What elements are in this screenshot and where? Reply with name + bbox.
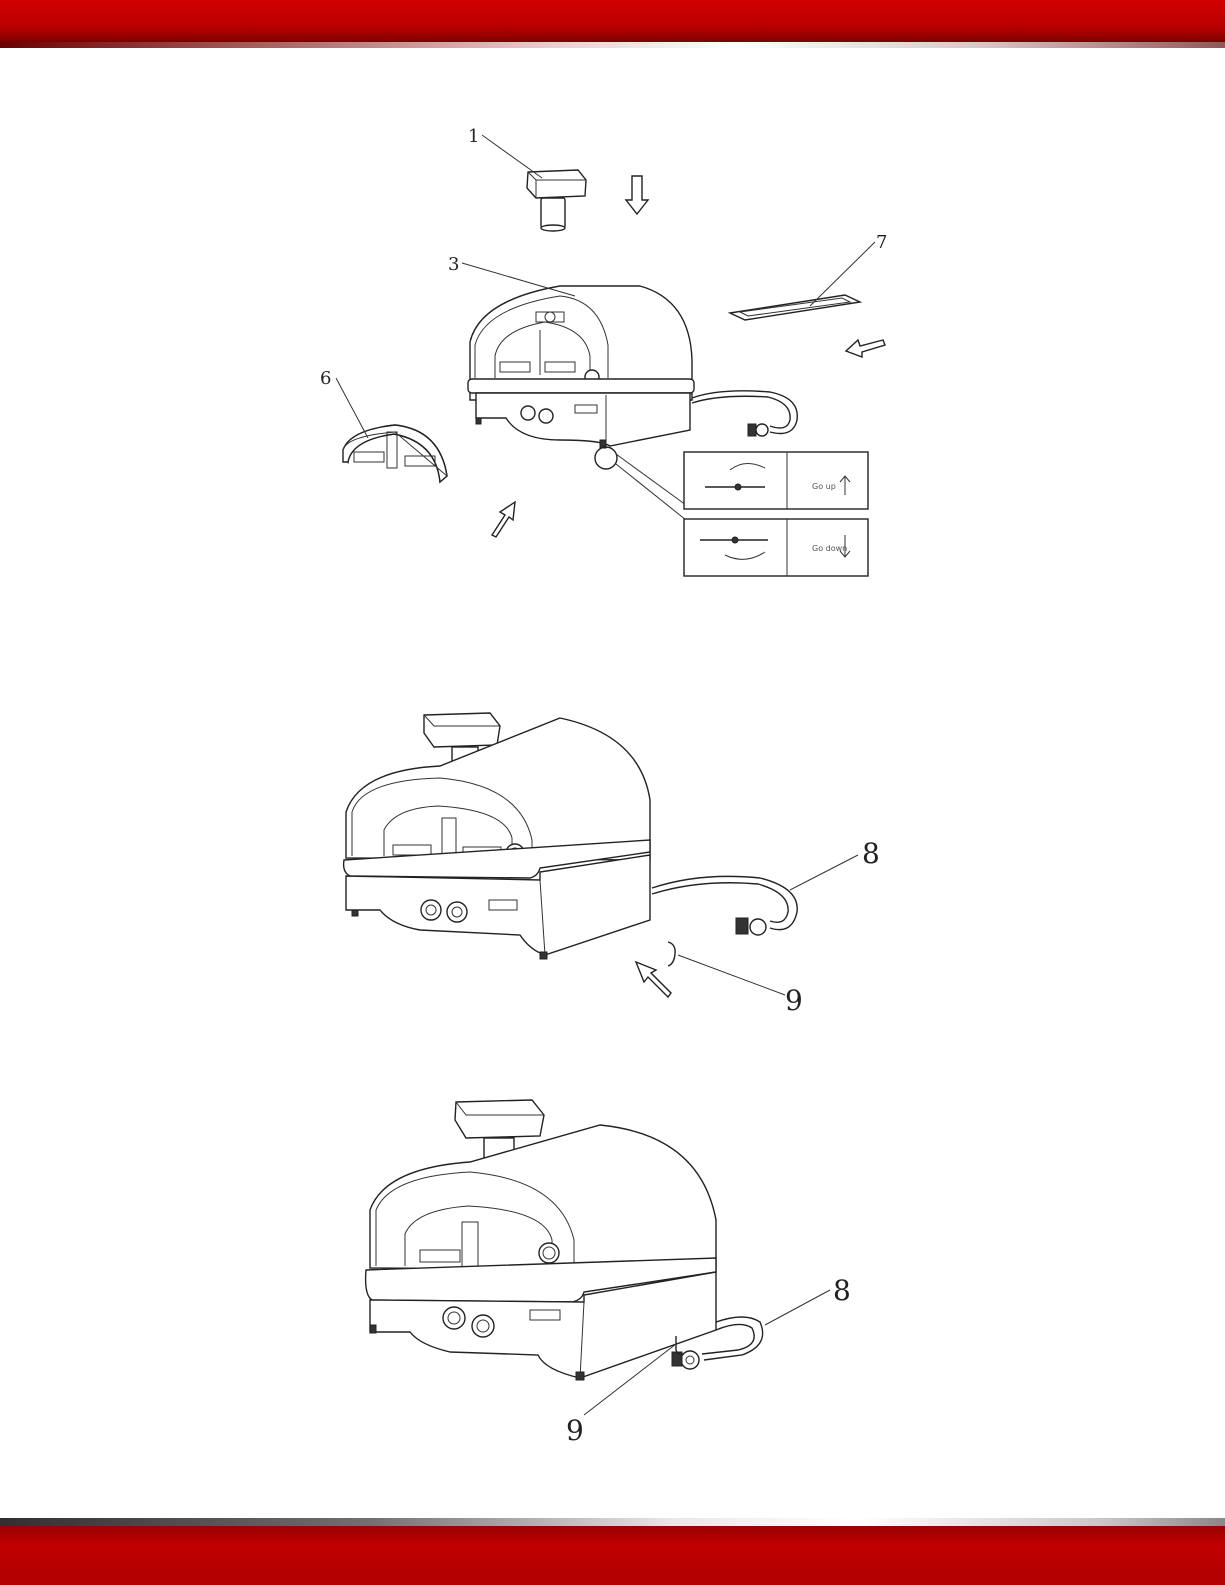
callout-9: 9 bbox=[566, 1414, 584, 1447]
oven-body bbox=[468, 286, 694, 448]
detail-down-label: Go down bbox=[812, 544, 847, 553]
callout-7: 7 bbox=[876, 232, 887, 253]
arrow-down bbox=[626, 176, 648, 214]
hook-part bbox=[668, 942, 675, 966]
callout-1: 1 bbox=[468, 126, 479, 147]
figure-exploded-view: Go up Go down 1 3 6 7 bbox=[320, 126, 887, 576]
callout-3: 3 bbox=[448, 254, 459, 275]
cooking-grate-part bbox=[730, 295, 860, 320]
detail-box-up: Go up bbox=[684, 452, 868, 509]
door-part bbox=[343, 425, 447, 482]
arrow-left bbox=[846, 340, 885, 357]
callout-9: 9 bbox=[785, 984, 803, 1017]
regulator-icon bbox=[672, 1351, 699, 1369]
detail-circle bbox=[595, 447, 617, 469]
chimney-part bbox=[527, 170, 586, 231]
regulator-icon bbox=[748, 424, 768, 436]
callout-8: 8 bbox=[862, 837, 880, 870]
figure-assembled-view-1: 8 9 bbox=[344, 713, 880, 1017]
detail-up-label: Go up bbox=[812, 482, 836, 491]
figure-assembled-view-2: 8 9 bbox=[366, 1100, 851, 1447]
arrow-diagonal bbox=[636, 962, 671, 997]
arrow-diagonal bbox=[492, 502, 515, 537]
detail-box-down: Go down bbox=[684, 519, 868, 576]
callout-6: 6 bbox=[320, 368, 331, 389]
regulator-icon bbox=[736, 918, 766, 935]
gas-hose bbox=[692, 391, 797, 434]
callout-8: 8 bbox=[833, 1274, 851, 1307]
